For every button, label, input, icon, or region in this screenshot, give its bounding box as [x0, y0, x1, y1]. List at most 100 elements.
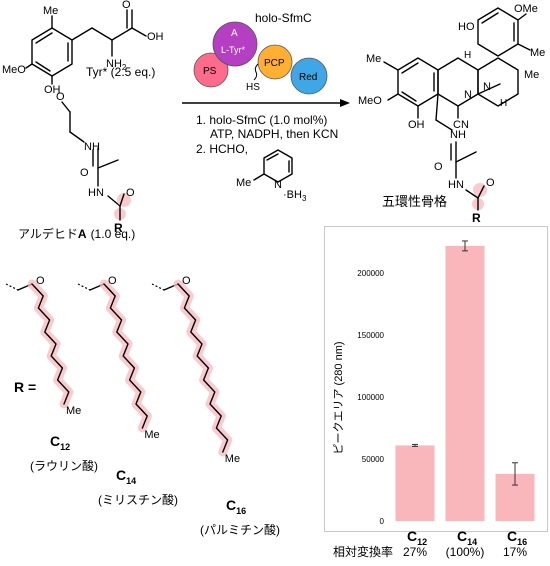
product-nh: NH	[450, 129, 466, 141]
hs-label: HS	[246, 82, 260, 93]
peak-area-chart	[324, 226, 548, 532]
tyr-oh: OH	[147, 31, 164, 43]
tyr-coh	[131, 27, 147, 37]
product-n2: N	[464, 89, 472, 101]
ps-domain-label: PS	[203, 66, 217, 77]
tyr-cooh	[111, 27, 133, 41]
product-o: O	[434, 161, 443, 173]
ald-hn: HN	[88, 187, 104, 199]
product-o2: O	[486, 177, 495, 189]
product-side-chain	[435, 93, 439, 121]
tyr-ch2	[71, 27, 93, 41]
r-equals: R =	[14, 379, 36, 395]
carbonyl-o: O	[108, 275, 117, 287]
ald-n: NH	[84, 141, 100, 153]
ald-o2: O	[80, 167, 89, 179]
ald-nh-bond	[69, 131, 85, 143]
product-meo: MeO	[358, 95, 382, 107]
product-me3: Me	[530, 47, 545, 59]
product-h1: H	[464, 50, 471, 61]
pcp-domain-label: PCP	[264, 58, 285, 69]
product-ome: OMe	[514, 3, 538, 15]
product-h2: H	[500, 98, 507, 109]
pyridine-ring	[263, 149, 293, 183]
product-ring-left	[397, 57, 439, 107]
product-ca	[455, 151, 477, 163]
product-me: Me	[366, 53, 381, 65]
product-hn: HN	[448, 179, 464, 191]
ald-r: R	[114, 221, 123, 235]
fatty-acid-chains: OMeC12(ラウリン酸)OMeC14(ミリスチン酸)OMeC16(パルミチン酸…	[5, 275, 280, 537]
tyr-me: Me	[43, 5, 58, 17]
a-domain	[212, 21, 258, 67]
arrow-head	[340, 99, 350, 107]
product-ring-b	[437, 57, 479, 107]
product-oh: OH	[408, 119, 425, 131]
product-r: R	[472, 211, 481, 225]
attachment-dots	[151, 283, 165, 291]
ltyr-label: L-Tyr*	[221, 45, 246, 55]
product-double	[401, 62, 419, 74]
chain-label: C14	[116, 467, 136, 486]
product-me2: Me	[524, 69, 539, 81]
product-amide-o	[477, 185, 485, 199]
chain-terminal-me: Me	[66, 405, 81, 417]
ald-o: O	[56, 91, 65, 103]
chain-glow	[99, 279, 152, 433]
tyr-o: O	[122, 0, 131, 11]
pyr-n: N	[274, 179, 282, 191]
pcp-domain	[257, 44, 293, 80]
pyr-double	[266, 153, 279, 161]
chain-name: (パルミチン酸)	[200, 522, 280, 537]
condition-2: 2. HCHO,	[196, 142, 248, 156]
product-n1: N	[483, 81, 491, 93]
product-ch2	[435, 119, 453, 131]
chain-name: (ミリスチン酸)	[98, 492, 178, 507]
reaction-arrow	[182, 99, 350, 107]
product-cn: CN	[453, 119, 469, 131]
product-double	[401, 91, 417, 102]
chain-backbone	[103, 283, 148, 429]
ald-cho	[61, 101, 71, 113]
a-domain-label: A	[231, 28, 238, 39]
product-molecule: Me MeO OH N N CN H H Me OMe HO Me NH O H…	[358, 3, 545, 225]
ald-amide	[107, 195, 121, 207]
enzyme-title: holo-SfmC	[255, 11, 312, 25]
chain-terminal-me: Me	[225, 453, 240, 465]
chain-terminal-me: Me	[144, 429, 159, 441]
chain-name: (ラウリン酸)	[30, 458, 98, 473]
picoline-borane: Me N ·BH3	[236, 149, 307, 203]
product-ome-bond	[517, 13, 527, 21]
red-domain-label: Red	[299, 72, 317, 83]
tyr-ring	[31, 27, 73, 77]
ald-amide-o	[119, 193, 125, 207]
tyr-label: Tyr* (2.5 eq.)	[86, 65, 155, 79]
red-domain	[290, 57, 328, 95]
carbonyl-o: O	[36, 275, 45, 287]
product-ho: HO	[458, 21, 475, 33]
ppant-arm	[253, 63, 259, 81]
product-me-bond	[383, 61, 399, 71]
condition-1b: ATP, NADPH, then KCN	[210, 127, 338, 141]
aldehyde-molecule: O NH O HN O R アルデヒドA(1.0 eq.)	[18, 91, 135, 241]
tyr-double-bond	[35, 61, 51, 72]
chain-backbone	[177, 283, 229, 453]
product-double	[481, 12, 499, 24]
attachment-dots	[77, 283, 91, 291]
pyr-me: Me	[236, 177, 251, 189]
tyr-ca	[91, 27, 113, 41]
tyr-meo: MeO	[2, 64, 26, 76]
attachment-dots	[5, 283, 19, 291]
product-bridge	[477, 83, 501, 95]
chain-backbone	[31, 283, 70, 405]
chain-label: C16	[226, 497, 246, 516]
tyr-ome-bond	[25, 63, 33, 69]
aldehyde-label: アルデヒドA(1.0 eq.)	[18, 226, 135, 241]
tyr-molecule: Me O OH NH2 MeO OH Tyr* (2.5 eq.)	[2, 0, 164, 96]
tyr-double-bond	[35, 32, 53, 44]
condition-1: 1. holo-SfmC (1.0 mol%)	[196, 113, 327, 127]
